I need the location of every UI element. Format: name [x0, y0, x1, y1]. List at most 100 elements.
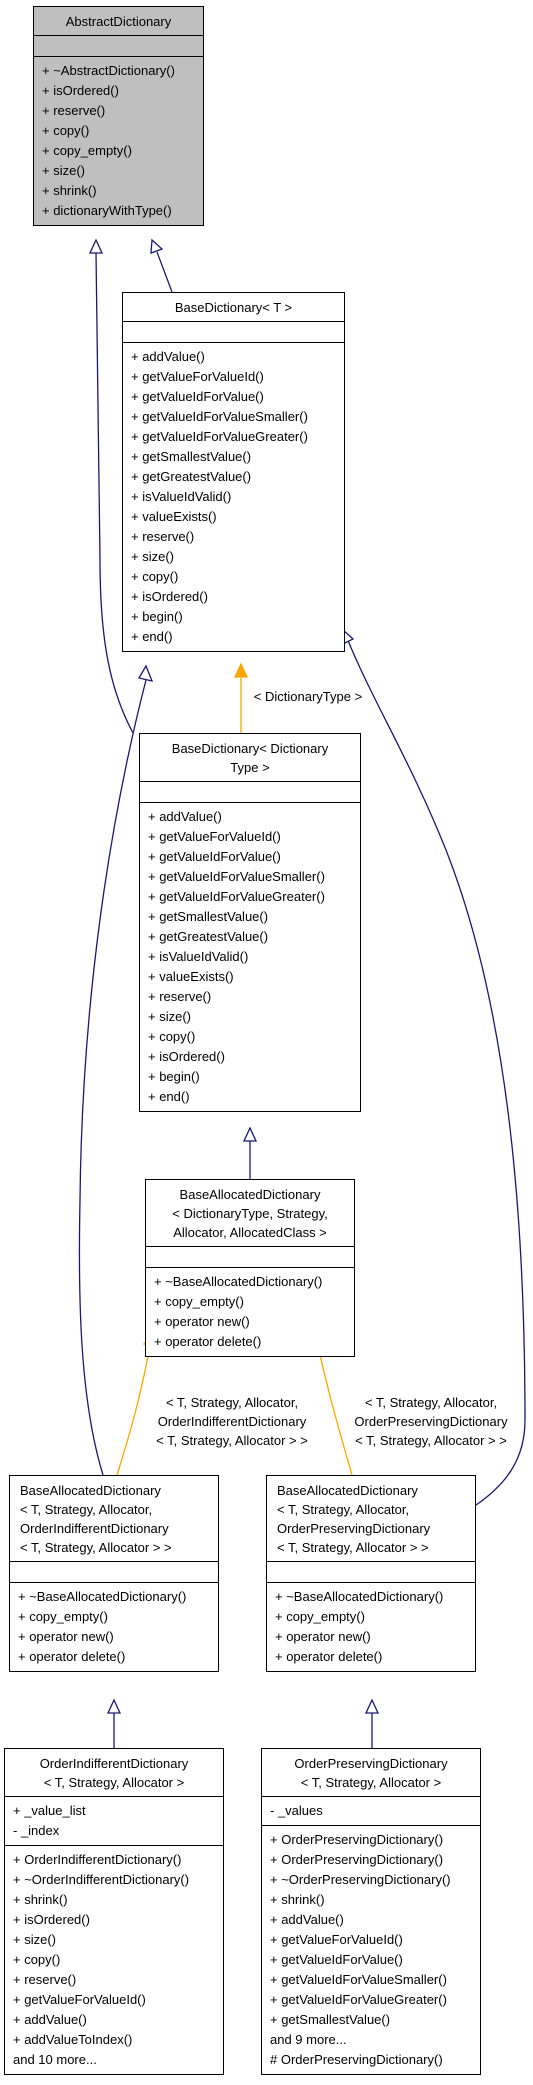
operation-item: and 9 more... [270, 2032, 347, 2047]
class-base-allocated-dictionary-preserving[interactable]: BaseAllocatedDictionary < T, Strategy, A… [266, 1475, 476, 1672]
operation-item: + getGreatestValue() [148, 929, 269, 944]
operation-item: + getValueIdForValueSmaller() [131, 409, 308, 424]
operation-item: + copy_empty() [42, 143, 132, 158]
operation-item: + copy_empty() [275, 1609, 365, 1624]
operation-item: + operator delete() [275, 1649, 383, 1664]
edge-alloc-indiff-template [116, 1345, 151, 1476]
operation-item: + size() [148, 1009, 191, 1024]
operation-section: + OrderIndifferentDictionary() + ~OrderI… [5, 1846, 223, 2074]
attribute-item: - _values [270, 1803, 323, 1818]
operation-section: + ~AbstractDictionary() + isOrdered() + … [34, 57, 203, 225]
attribute-item: - _index [13, 1823, 60, 1838]
operation-item: + copy() [42, 123, 90, 138]
class-title: BaseAllocatedDictionary < T, Strategy, A… [10, 1476, 218, 1562]
operation-item: + copy_empty() [154, 1294, 244, 1309]
operation-item: + reserve() [13, 1972, 77, 1987]
operation-item: + size() [131, 549, 174, 564]
operation-item: + ~BaseAllocatedDictionary() [154, 1274, 323, 1289]
arrowhead-base-t-to-abstract [150, 238, 164, 254]
operation-item: + ~OrderIndifferentDictionary() [13, 1872, 190, 1887]
arrowhead-alloc-indiff-to-base-t [137, 664, 154, 682]
operation-item: + ~BaseAllocatedDictionary() [275, 1589, 444, 1604]
class-title: BaseAllocatedDictionary < DictionaryType… [146, 1180, 354, 1247]
arrowhead-indiff-to-alloc-indiff [106, 1698, 122, 1714]
operation-item: # OrderPreservingDictionary() [270, 2052, 443, 2067]
operation-item: + dictionaryWithType() [42, 203, 172, 218]
operation-item: + isValueIdValid() [148, 949, 249, 964]
operation-item: + getValueIdForValueGreater() [131, 429, 308, 444]
class-base-dictionary-dictionary-type[interactable]: BaseDictionary< Dictionary Type > + addV… [139, 733, 361, 1112]
operation-item: + copy() [13, 1952, 61, 1967]
operation-item: + getValueIdForValueSmaller() [270, 1972, 447, 1987]
operation-item: + addValue() [148, 809, 222, 824]
operation-item: + shrink() [270, 1892, 325, 1907]
operation-item: + begin() [148, 1069, 200, 1084]
attribute-section: + _value_list - _index [5, 1797, 223, 1846]
edge-alloc-indiff-to-base-t [78, 679, 147, 1476]
edge-label-dictionary-type: < DictionaryType > [253, 689, 363, 704]
class-order-preserving-dictionary[interactable]: OrderPreservingDictionary < T, Strategy,… [261, 1748, 481, 2075]
operation-item: + getValueIdForValue() [270, 1952, 403, 1967]
operation-item: + end() [148, 1089, 190, 1104]
edge-base-dt-to-abstract [95, 251, 134, 734]
operation-item: + isOrdered() [42, 83, 119, 98]
class-title: AbstractDictionary [34, 7, 203, 36]
operation-item: + operator delete() [154, 1334, 262, 1349]
class-order-indifferent-dictionary[interactable]: OrderIndifferentDictionary < T, Strategy… [4, 1748, 224, 2075]
operation-item: + isValueIdValid() [131, 489, 232, 504]
operation-item: + copy() [131, 569, 179, 584]
class-title: OrderIndifferentDictionary < T, Strategy… [5, 1749, 223, 1797]
operation-item: + copy_empty() [18, 1609, 108, 1624]
attribute-section [267, 1562, 475, 1583]
operation-item: + addValue() [270, 1912, 344, 1927]
attribute-section: - _values [262, 1797, 480, 1826]
attribute-section [34, 36, 203, 57]
operation-section: + addValue() + getValueForValueId() + ge… [123, 343, 344, 651]
class-title: BaseAllocatedDictionary < T, Strategy, A… [267, 1476, 475, 1562]
edge-alloc-pres-template [317, 1345, 353, 1476]
operation-section: + addValue() + getValueForValueId() + ge… [140, 803, 360, 1111]
operation-item: + addValueToIndex() [13, 2032, 133, 2047]
operation-item: + shrink() [42, 183, 97, 198]
attribute-item: + _value_list [13, 1803, 86, 1818]
operation-item: + getValueForValueId() [270, 1932, 403, 1947]
operation-item: + begin() [131, 609, 183, 624]
operation-item: + getSmallestValue() [131, 449, 252, 464]
arrowhead-alloc-generic-to-base-dt [242, 1126, 258, 1142]
attribute-section [123, 322, 344, 343]
operation-item: + operator new() [154, 1314, 250, 1329]
arrowhead-base-dt-template [233, 662, 249, 678]
operation-item: + isOrdered() [131, 589, 208, 604]
class-base-allocated-dictionary-generic[interactable]: BaseAllocatedDictionary < DictionaryType… [145, 1179, 355, 1357]
class-base-allocated-dictionary-indifferent[interactable]: BaseAllocatedDictionary < T, Strategy, A… [9, 1475, 219, 1672]
operation-item: + size() [13, 1932, 56, 1947]
operation-item: + operator new() [18, 1629, 114, 1644]
class-base-dictionary-t[interactable]: BaseDictionary< T > + addValue() + getVa… [122, 292, 345, 652]
operation-item: + operator new() [275, 1629, 371, 1644]
operation-item: + getValueIdForValueSmaller() [148, 869, 325, 884]
attribute-section [10, 1562, 218, 1583]
operation-item: + size() [42, 163, 85, 178]
operation-item: + getValueForValueId() [131, 369, 264, 384]
operation-item: + reserve() [42, 103, 106, 118]
arrowhead-base-dt-to-abstract [88, 238, 104, 254]
edge-base-t-to-abstract [156, 251, 173, 293]
operation-item: + getValueIdForValueGreater() [148, 889, 325, 904]
operation-item: + getSmallestValue() [148, 909, 269, 924]
edge-alloc-pres-to-base-t [346, 637, 526, 1506]
operation-item: + OrderPreservingDictionary() [270, 1832, 444, 1847]
operation-item: + addValue() [13, 2012, 87, 2027]
operation-item: + getValueIdForValue() [148, 849, 281, 864]
operation-item: + getValueForValueId() [13, 1992, 146, 2007]
operation-item: + end() [131, 629, 173, 644]
attribute-section [140, 782, 360, 803]
class-abstract-dictionary[interactable]: AbstractDictionary + ~AbstractDictionary… [33, 6, 204, 226]
class-title: BaseDictionary< T > [123, 293, 344, 322]
arrowhead-pres-to-alloc-pres [364, 1698, 380, 1714]
operation-section: + ~BaseAllocatedDictionary() + copy_empt… [146, 1268, 354, 1356]
operation-item: + ~BaseAllocatedDictionary() [18, 1589, 187, 1604]
edge-label-preserving: < T, Strategy, Allocator, OrderPreservin… [354, 1395, 508, 1448]
operation-item: + reserve() [148, 989, 212, 1004]
class-title: BaseDictionary< Dictionary Type > [140, 734, 360, 782]
